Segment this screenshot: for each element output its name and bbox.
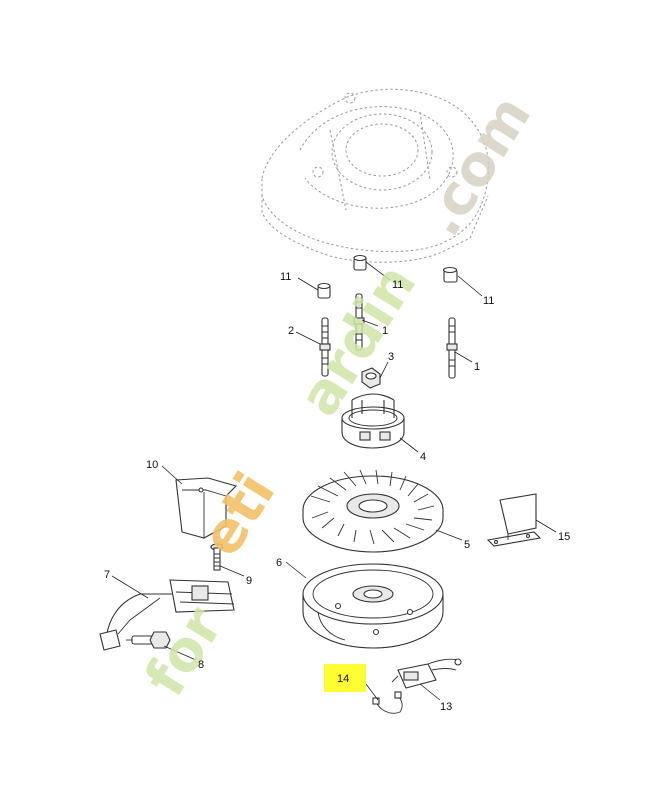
stud-1-middle [353,293,365,351]
starter-cup-4 [341,393,405,449]
spacer-11-left [317,282,331,299]
callout-10: 10 [146,459,158,471]
watermark-middle: eti [189,462,289,568]
engine-shroud-outline [261,88,490,263]
flywheel-nut-3 [361,367,381,389]
callout-14-highlight [324,664,366,692]
watermark-left: for [133,596,236,707]
callout-13: 13 [440,701,452,713]
bracket-15 [486,493,542,547]
callout-9: 9 [246,575,252,587]
callout-labels: 11 11 11 2 1 1 3 4 10 5 15 6 9 7 8 14 13 [104,271,570,713]
watermark-right: ardin [287,253,429,427]
ignition-coil-7 [99,579,235,651]
spacer-11-right [442,266,458,283]
callout-6: 6 [276,557,282,569]
callout-7: 7 [104,569,110,581]
wire-14 [372,691,403,714]
fan-5 [302,469,444,553]
callout-1-middle: 1 [382,325,388,337]
flywheel-6 [302,563,444,649]
callout-11-left: 11 [280,271,291,283]
callout-2: 2 [288,325,294,337]
spacer-11-middle [353,254,367,271]
watermark-suffix: .com [409,85,544,248]
callout-11-right: 11 [483,295,494,307]
callout-1-right: 1 [474,361,480,373]
callout-14: 14 [337,673,349,685]
callout-11-middle: 11 [392,279,403,291]
callout-5: 5 [464,539,470,551]
spark-plug-8 [126,631,171,649]
stud-1-right [446,317,458,379]
callout-3: 3 [388,351,394,363]
stud-2 [319,317,331,377]
callout-8: 8 [198,659,204,671]
leader-lines [111,261,557,701]
screw-9 [210,543,224,571]
callout-15: 15 [558,531,570,543]
bracket-10 [175,477,238,539]
callout-4: 4 [420,451,426,463]
switch-13 [391,658,462,689]
